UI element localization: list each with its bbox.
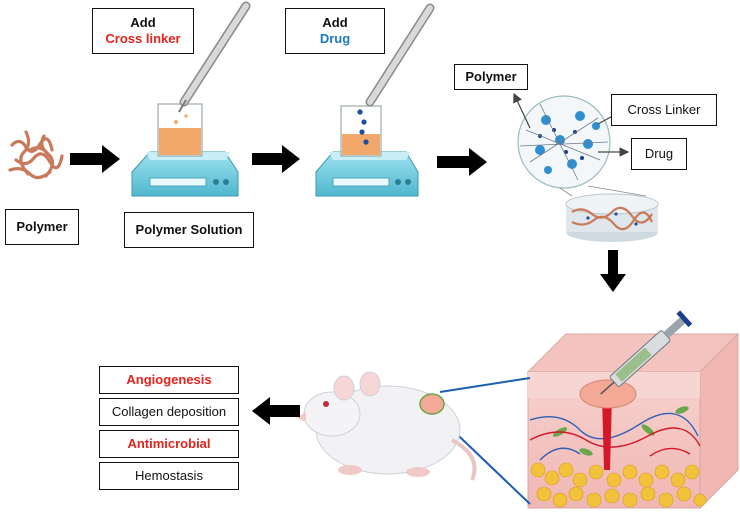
beaker-2-icon (340, 105, 382, 157)
hydrogel-polymer-label: Polymer (465, 68, 517, 84)
polymer-solution-box: Polymer Solution (124, 212, 254, 248)
beaker-1-icon (157, 103, 203, 157)
polymer-solution-label: Polymer Solution (135, 221, 243, 237)
add-cross-linker-add: Add (130, 14, 156, 30)
hydrogel-disc-icon (565, 193, 659, 242)
add-drug-box: Add Drug (285, 8, 385, 54)
drug-label: Drug (644, 145, 674, 161)
property-angiogenesis: Angiogenesis (99, 366, 239, 394)
add-drug-reagent: Drug (319, 31, 351, 46)
hydrogel-polymer-box: Polymer (454, 64, 528, 90)
process-arrow-1 (70, 145, 120, 173)
pipette-2-icon (365, 3, 435, 107)
hydrogel-network-icon (513, 92, 647, 197)
magnetic-stirrer-2-icon (315, 151, 419, 197)
process-arrow-3 (437, 148, 487, 176)
property-antimicrobial: Antimicrobial (99, 430, 239, 458)
property-label: Hemostasis (135, 467, 203, 483)
add-cross-linker-reagent: Cross linker (105, 31, 181, 46)
process-arrow-2 (252, 145, 300, 173)
property-label: Angiogenesis (126, 371, 212, 387)
rat-icon (296, 371, 477, 481)
cross-linker-box: Cross Linker (611, 94, 717, 126)
skin-tissue-icon (526, 332, 740, 510)
polymer-strands-icon (8, 130, 64, 180)
add-cross-linker-box: Add Cross linker (92, 8, 194, 54)
polymer-label: Polymer (16, 218, 68, 234)
cross-linker-label: Cross Linker (627, 101, 701, 117)
add-drug-add: Add (322, 14, 348, 30)
property-hemostasis: Hemostasis (99, 462, 239, 490)
property-label: Antimicrobial (127, 435, 211, 451)
polymer-label-box: Polymer (5, 209, 79, 245)
property-label: Collagen deposition (111, 403, 227, 419)
drug-box: Drug (631, 138, 687, 170)
process-arrow-left (252, 397, 300, 425)
magnetic-stirrer-1-icon (131, 151, 239, 197)
syringe-icon (600, 310, 693, 395)
process-arrow-down (600, 250, 626, 292)
property-collagen-deposition: Collagen deposition (99, 398, 239, 426)
pipette-1-icon (178, 1, 251, 113)
